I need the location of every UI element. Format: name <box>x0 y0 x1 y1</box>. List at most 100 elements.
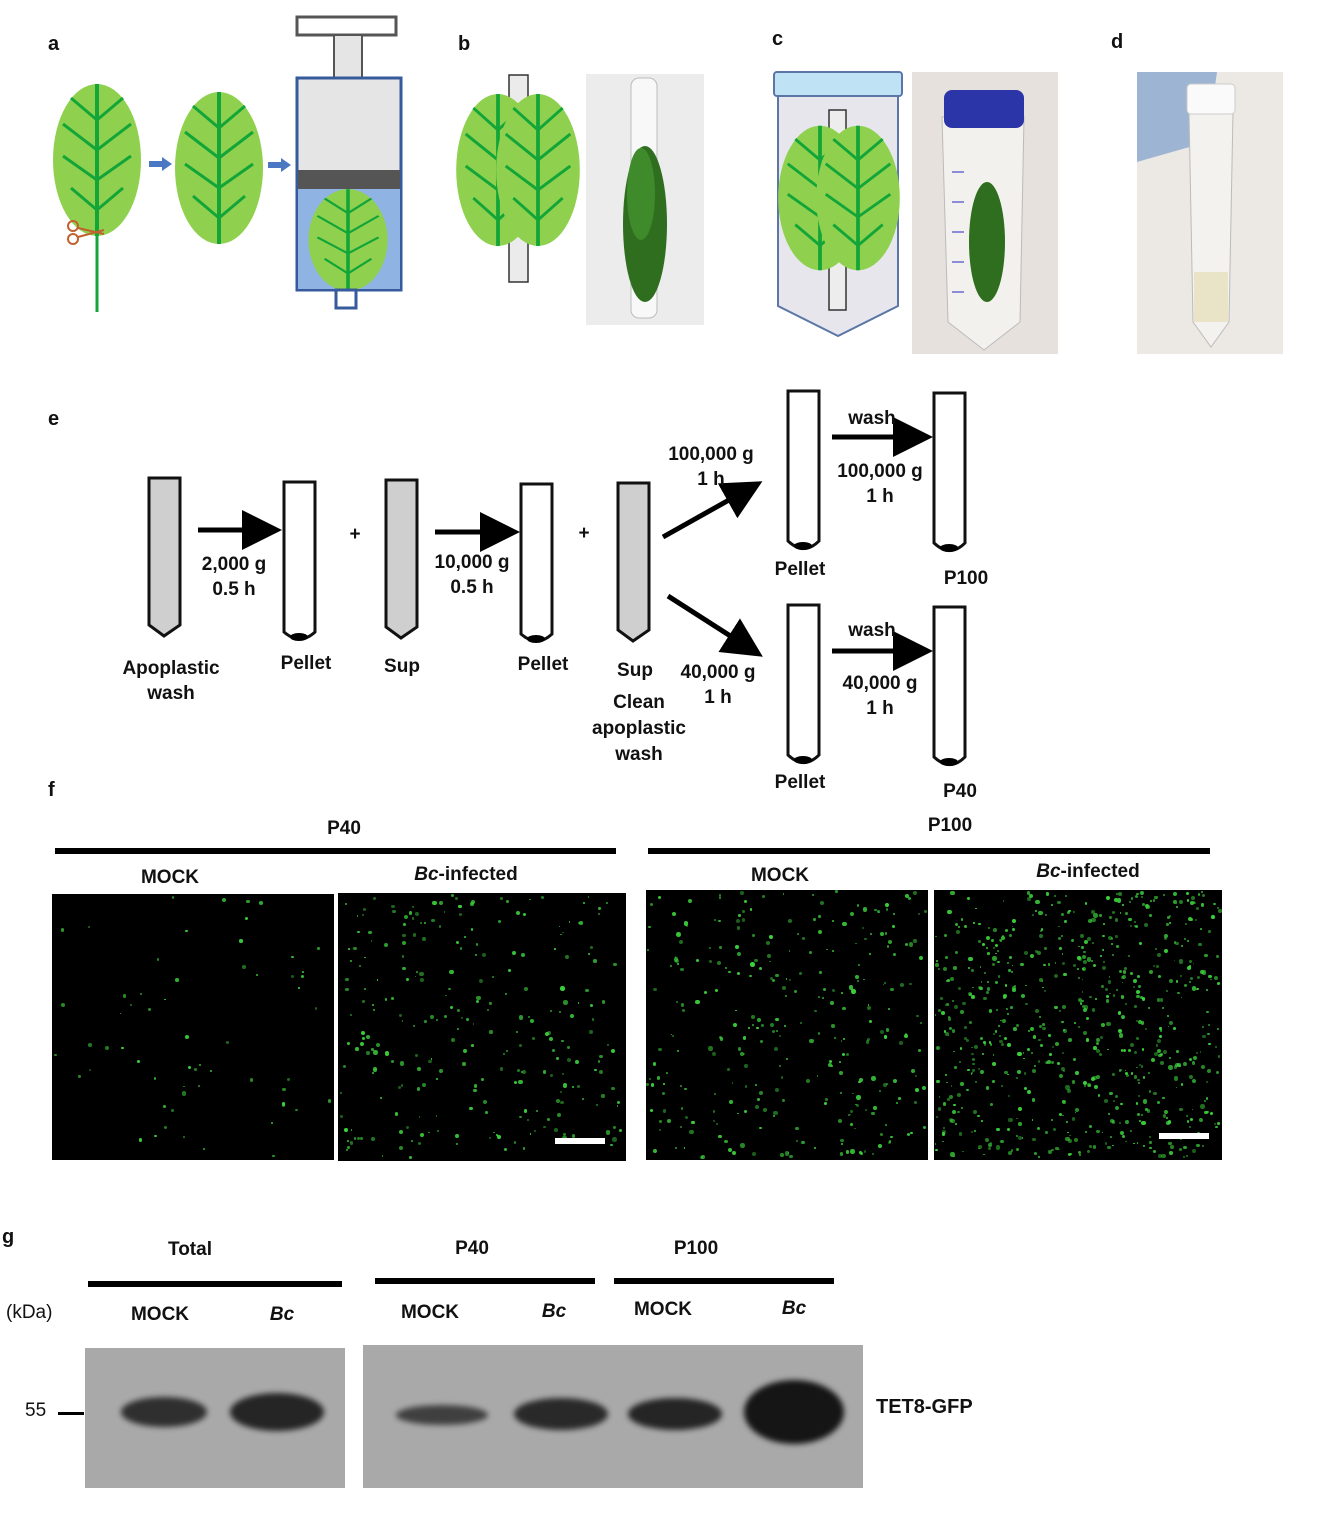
fluorescent-punctum <box>353 1137 357 1140</box>
fluorescent-punctum <box>592 1018 595 1021</box>
fluorescent-punctum <box>579 921 583 925</box>
fluorescent-punctum <box>1087 918 1092 923</box>
fluorescent-punctum <box>1091 960 1093 962</box>
fluorescent-punctum <box>1142 1144 1145 1147</box>
fluorescent-punctum <box>1180 975 1183 977</box>
fluorescent-punctum <box>371 1071 375 1075</box>
fluorescent-punctum <box>244 916 248 920</box>
fluorescent-punctum <box>355 1047 359 1051</box>
fluorescent-punctum <box>1069 1134 1071 1137</box>
fluorescent-punctum <box>1152 899 1155 902</box>
fluorescent-punctum <box>987 1146 991 1150</box>
fluorescent-punctum <box>371 1048 374 1051</box>
fluorescent-punctum <box>1217 906 1219 909</box>
fluorescent-punctum <box>885 1124 887 1126</box>
fluorescent-punctum <box>907 1133 911 1137</box>
fluorescent-punctum <box>713 918 717 922</box>
fluorescent-punctum <box>1048 1033 1052 1037</box>
fluorescent-punctum <box>696 958 700 962</box>
fluorescent-punctum <box>1138 1020 1143 1025</box>
fluorescent-punctum <box>203 1148 205 1150</box>
fluorescent-punctum <box>770 977 773 980</box>
fluorescent-punctum <box>1070 939 1074 943</box>
fluorescent-punctum <box>849 1109 853 1113</box>
fluorescent-punctum <box>171 896 175 899</box>
fluorescent-punctum <box>1043 990 1046 993</box>
fluorescent-punctum <box>1012 919 1016 924</box>
fluorescent-punctum <box>839 1092 842 1095</box>
fluorescent-punctum <box>598 913 600 915</box>
fluorescent-punctum <box>1135 1102 1139 1105</box>
fluorescent-punctum <box>1045 892 1050 896</box>
fluorescent-punctum <box>1111 1072 1115 1076</box>
fluorescent-punctum <box>986 986 991 991</box>
fluorescent-punctum <box>504 993 507 996</box>
fluorescent-punctum <box>163 1126 167 1130</box>
fluorescent-punctum <box>960 1082 964 1086</box>
fluorescent-punctum <box>947 1097 951 1102</box>
fluorescent-punctum <box>950 1085 953 1087</box>
fluorescent-punctum <box>1073 1137 1078 1142</box>
fluorescent-punctum <box>1095 1075 1100 1080</box>
fluorescent-punctum <box>1125 1140 1128 1143</box>
fluorescent-punctum <box>854 1127 856 1130</box>
fluorescent-punctum <box>606 902 609 905</box>
fluorescent-punctum <box>226 1040 230 1044</box>
fluorescent-punctum <box>402 933 406 938</box>
fluorescent-punctum <box>661 1091 665 1096</box>
fluorescent-punctum <box>1136 1112 1141 1117</box>
fluorescent-punctum <box>598 907 602 911</box>
p40-label: P40 <box>943 781 977 802</box>
fluorescent-punctum <box>1124 1071 1129 1076</box>
fluorescent-punctum <box>455 1134 460 1139</box>
blot-total-bar <box>88 1281 342 1287</box>
fluorescent-punctum <box>1192 1148 1197 1153</box>
fluorescent-punctum <box>708 947 711 950</box>
fluorescent-punctum <box>1202 1034 1206 1038</box>
fluorescent-punctum <box>1120 1102 1123 1106</box>
fluorescent-punctum <box>734 1009 737 1012</box>
fluorescent-punctum <box>1027 891 1031 895</box>
fluorescent-punctum <box>1106 994 1109 998</box>
fluorescent-punctum <box>1078 1153 1082 1157</box>
fluorescent-punctum <box>856 1095 861 1100</box>
fluorescent-punctum <box>1044 914 1047 917</box>
fluorescent-punctum <box>1189 917 1193 922</box>
blot-lane-mock-2: MOCK <box>400 1302 460 1323</box>
p40-bc-infected-label: Bc-infected <box>414 864 518 885</box>
fluorescent-punctum <box>957 1093 961 1097</box>
fluorescent-punctum <box>474 1084 478 1088</box>
fluorescent-punctum <box>1015 1148 1019 1152</box>
fluorescent-punctum <box>728 970 731 974</box>
fluorescent-punctum <box>822 997 824 1000</box>
fluorescent-punctum <box>1133 1142 1135 1145</box>
fluorescent-punctum <box>611 1086 615 1090</box>
fluorescent-punctum <box>458 904 462 909</box>
fluorescent-punctum <box>957 1110 960 1113</box>
fluorescent-punctum <box>496 1135 501 1139</box>
fluorescent-punctum <box>518 1043 522 1047</box>
tube-sup-2 <box>616 481 651 643</box>
fluorescent-punctum <box>1039 1043 1044 1048</box>
fluorescent-punctum <box>1159 998 1164 1002</box>
fluorescent-punctum <box>153 1077 157 1080</box>
fluorescent-punctum <box>648 925 651 929</box>
fluorescent-punctum <box>182 1136 186 1139</box>
blot-p40-bar <box>375 1278 595 1284</box>
fluorescent-punctum <box>554 1128 558 1132</box>
fluorescent-punctum <box>798 972 803 976</box>
fluorescent-punctum <box>1161 1153 1166 1159</box>
fluorescent-punctum <box>1216 1027 1219 1030</box>
fluorescent-punctum <box>1064 920 1067 923</box>
fluorescent-punctum <box>606 1043 609 1046</box>
photo-leaf-on-syringe <box>586 74 704 325</box>
spin-2000-label: 2,000 g 0.5 h <box>201 554 267 600</box>
fluorescent-punctum <box>1133 925 1136 927</box>
fluorescent-punctum <box>1143 922 1148 927</box>
fluorescent-punctum <box>938 1096 941 1098</box>
fluorescent-punctum <box>863 1150 867 1153</box>
fluorescent-punctum <box>959 1061 961 1064</box>
fluorescent-punctum <box>1040 928 1044 931</box>
fluorescent-punctum <box>813 1009 817 1013</box>
fluorescent-punctum <box>1071 1080 1076 1084</box>
